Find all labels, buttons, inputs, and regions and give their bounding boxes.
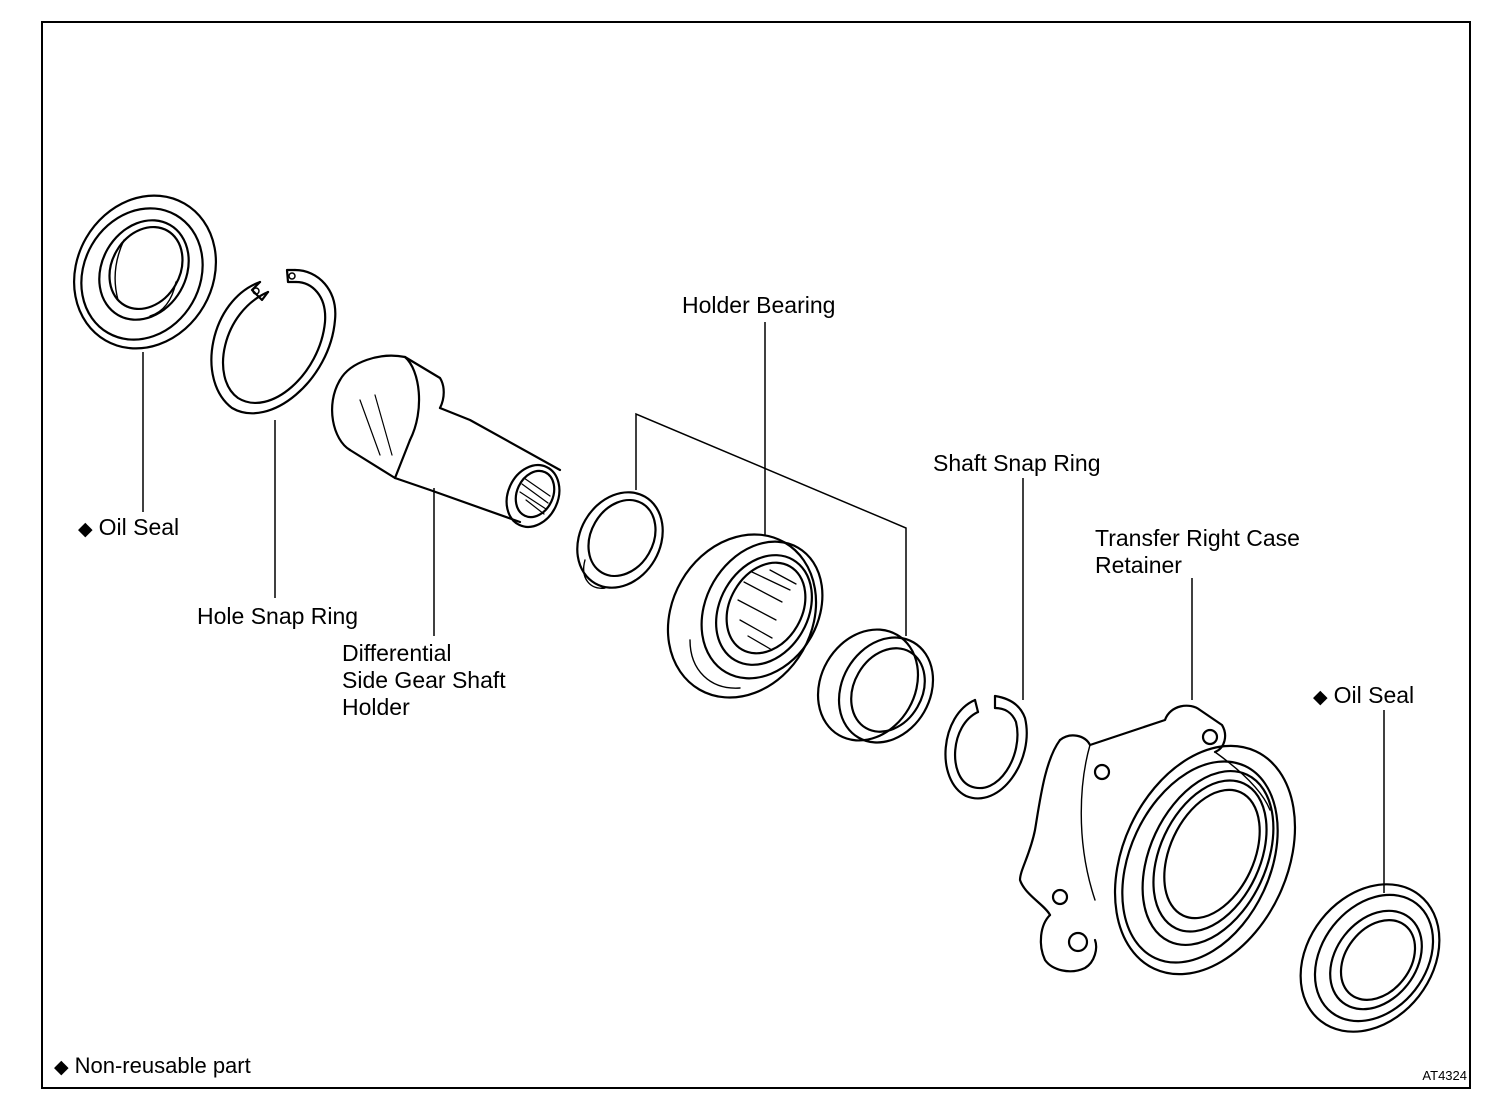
label-hole-snap-ring: Hole Snap Ring — [197, 603, 358, 630]
spacer-ring-left — [560, 477, 679, 604]
transfer-right-case-retainer — [1020, 706, 1330, 1004]
diagram-frame — [41, 21, 1471, 1089]
spacer-ring-right — [798, 611, 951, 759]
label-line: Differential — [342, 640, 452, 666]
label-holder-bearing: Holder Bearing — [682, 292, 835, 319]
shaft-snap-ring — [945, 696, 1026, 798]
label-text: Oil Seal — [1333, 682, 1415, 708]
figure-code: AT4324 — [1422, 1068, 1467, 1083]
leader-lines — [143, 322, 1384, 893]
label-line: Side Gear Shaft — [342, 667, 506, 693]
non-reusable-diamond-icon: ◆ — [1313, 687, 1328, 708]
label-shaft-snap-ring: Shaft Snap Ring — [933, 450, 1101, 477]
label-transfer-right-case-retainer: Transfer Right Case Retainer — [1095, 525, 1300, 579]
label-line: Transfer Right Case — [1095, 525, 1300, 551]
label-line: Retainer — [1095, 552, 1182, 578]
legend-text: Non-reusable part — [74, 1053, 251, 1078]
non-reusable-diamond-icon: ◆ — [78, 519, 93, 540]
leader-spacer-bracket — [636, 414, 906, 636]
label-oil-seal-right: ◆Oil Seal — [1313, 682, 1414, 711]
label-differential-side-gear-shaft-holder: Differential Side Gear Shaft Holder — [342, 640, 506, 721]
hole-snap-ring — [211, 270, 335, 413]
label-text: Hole Snap Ring — [197, 603, 359, 629]
label-text: Holder Bearing — [682, 292, 836, 318]
holder-bearing — [639, 507, 847, 724]
label-text: Oil Seal — [98, 514, 180, 540]
differential-side-gear-shaft-holder — [332, 356, 569, 536]
non-reusable-diamond-icon: ◆ — [54, 1057, 69, 1078]
label-oil-seal-left: ◆Oil Seal — [78, 514, 179, 543]
label-line: Holder — [342, 694, 410, 720]
left-oil-seal — [47, 170, 244, 375]
right-oil-seal — [1272, 857, 1468, 1059]
label-text: Shaft Snap Ring — [933, 450, 1101, 476]
legend: ◆Non-reusable part — [54, 1052, 251, 1081]
